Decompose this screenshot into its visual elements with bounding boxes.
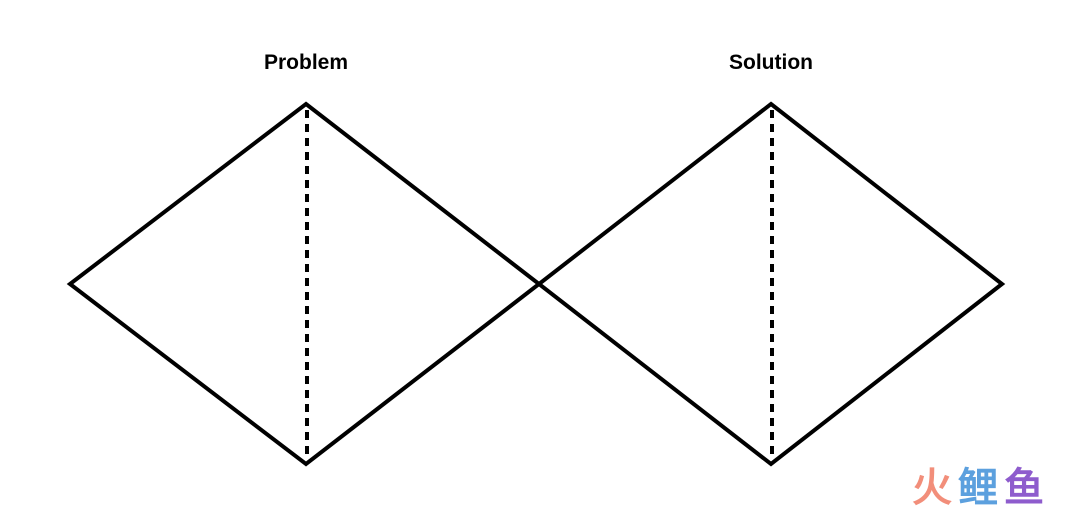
watermark-logo: 火 鲤 鱼 [912, 465, 1044, 511]
solution-diamond-outline [535, 101, 1006, 467]
solution-diamond: Solution [535, 51, 1006, 467]
watermark-char-3: 鱼 [1004, 465, 1044, 511]
watermark-char-2: 鲤 [958, 465, 998, 511]
watermark-char-1: 火 [912, 465, 952, 511]
solution-label: Solution [729, 51, 813, 74]
problem-label: Problem [264, 51, 348, 74]
problem-diamond: Problem [66, 51, 543, 467]
problem-diamond-outline [66, 101, 543, 467]
